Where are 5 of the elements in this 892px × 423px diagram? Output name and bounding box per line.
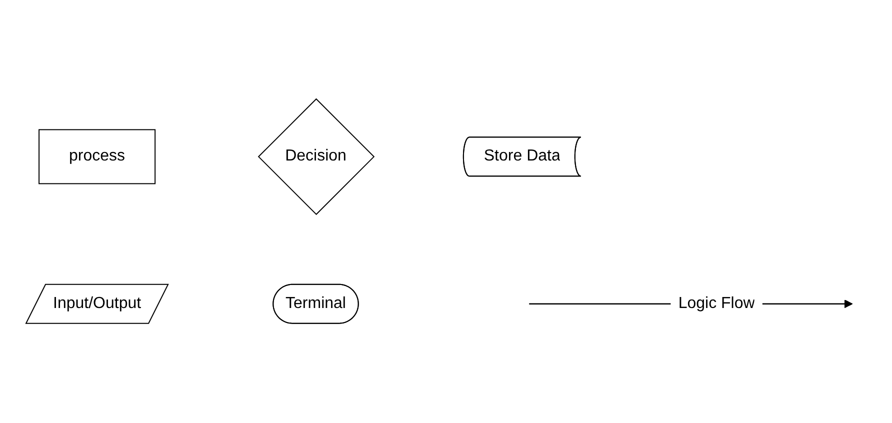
arrow [762, 300, 853, 309]
node-text: Logic Flow [678, 295, 755, 312]
node-diamond: Decision [258, 98, 374, 216]
connector [528, 304, 671, 305]
node-box: process [38, 130, 156, 184]
